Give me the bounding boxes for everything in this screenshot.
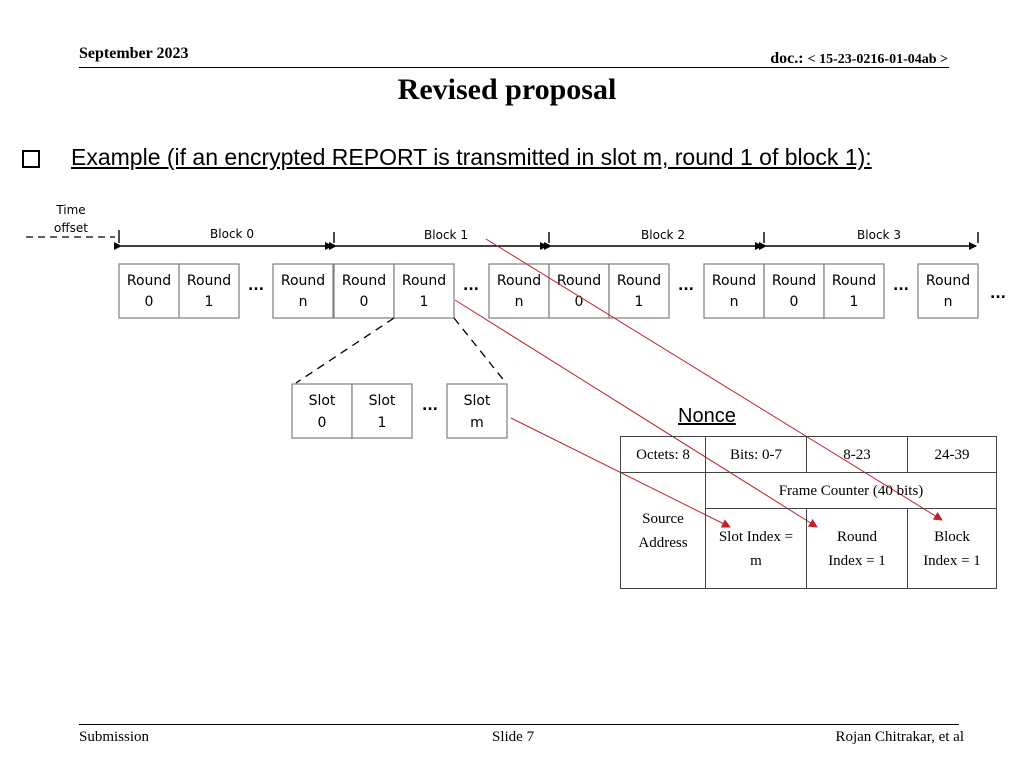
slot-box-m: Slot m	[446, 383, 508, 439]
octets-cell: Octets: 8	[620, 436, 706, 473]
header-rule	[79, 67, 949, 68]
round-box-8: Round 1	[608, 263, 670, 319]
round-box-6: Round n	[488, 263, 550, 319]
round-box-4: Round 0	[333, 263, 395, 319]
block-1-label: Block 1	[424, 228, 468, 242]
block-0-label: Block 0	[210, 227, 254, 241]
bullet-text: Example (if an encrypted REPORT is trans…	[71, 144, 872, 170]
footer-author: Rojan Chitrakar, et al	[835, 729, 964, 745]
round-box-index: 0	[575, 294, 584, 310]
block-index-line2: Index = 1	[923, 552, 981, 569]
slot-box-label: Slot	[309, 393, 336, 409]
round-box-11: Round 1	[823, 263, 885, 319]
time-offset-label-2: offset	[54, 221, 88, 235]
expansion-line-right	[453, 317, 507, 384]
round-box-label: Round	[342, 273, 386, 289]
ellipsis: ...	[463, 278, 479, 294]
header-doc-id: doc.: < 15-23-0216-01-04ab >	[770, 50, 948, 68]
block-index-line1: Block	[934, 528, 970, 545]
block-index-cell: Block Index = 1	[907, 508, 997, 589]
round-box-label: Round	[187, 273, 231, 289]
round-box-7: Round 0	[548, 263, 610, 319]
round-box-label: Round	[281, 273, 325, 289]
ellipsis: ...	[893, 278, 909, 294]
bits-8-23-cell: 8-23	[806, 436, 908, 473]
ellipsis: ...	[678, 278, 694, 294]
source-address-line1: Source	[642, 510, 684, 527]
nonce-title: Nonce	[678, 405, 736, 427]
round-box-label: Round	[557, 273, 601, 289]
round-box-index: 1	[635, 294, 644, 310]
source-address-line2: Address	[638, 534, 688, 551]
round-box-label: Round	[832, 273, 876, 289]
slide-title: Revised proposal	[397, 73, 617, 106]
checkbox-bullet-icon	[22, 150, 40, 168]
slot-box-index: 0	[318, 415, 327, 431]
round-box-2: Round 1	[178, 263, 240, 319]
bits-0-7-cell: Bits: 0-7	[705, 436, 807, 473]
ellipsis: ...	[248, 278, 264, 294]
round-box-index: 1	[420, 294, 429, 310]
expansion-line-left	[295, 317, 395, 384]
block-separators	[118, 230, 979, 243]
round-index-cell: Round Index = 1	[806, 508, 908, 589]
time-offset-label-1: Time	[55, 203, 85, 217]
round-box-5: Round 1	[393, 263, 455, 319]
round-box-label: Round	[402, 273, 446, 289]
round-box-10: Round 0	[763, 263, 825, 319]
slot-box-label: Slot	[369, 393, 396, 409]
round-box-index: 0	[145, 294, 154, 310]
doc-number: < 15-23-0216-01-04ab >	[807, 52, 948, 67]
round-box-index: n	[299, 294, 308, 310]
source-address-cell: Source Address	[620, 472, 706, 589]
slot-index-line2: m	[750, 552, 762, 569]
round-box-12: Round n	[917, 263, 979, 319]
slot-box-1: Slot 1	[351, 383, 413, 439]
footer-submission: Submission	[79, 729, 150, 745]
round-box-label: Round	[127, 273, 171, 289]
slot-box-index: 1	[378, 415, 387, 431]
round-box-label: Round	[772, 273, 816, 289]
slot-box-index: m	[470, 415, 484, 431]
round-box-index: 0	[790, 294, 799, 310]
round-box-index: n	[944, 294, 953, 310]
frame-counter-cell: Frame Counter (40 bits)	[705, 472, 997, 509]
slot-index-line1: Slot Index =	[718, 528, 794, 545]
round-box-index: 1	[850, 294, 859, 310]
round-box-index: 0	[360, 294, 369, 310]
round-box-1: Round 0	[118, 263, 180, 319]
round-index-line1: Round	[836, 528, 877, 545]
round-index-line2: Index = 1	[828, 552, 886, 569]
header-date: September 2023	[79, 45, 189, 62]
ellipsis: ...	[990, 286, 1006, 302]
round-box-label: Round	[617, 273, 661, 289]
slot-box-label: Slot	[464, 393, 491, 409]
round-box-index: n	[730, 294, 739, 310]
footer-slide-number: Slide 7	[492, 729, 535, 745]
round-box-3: Round n	[272, 263, 334, 319]
round-box-label: Round	[497, 273, 541, 289]
nonce-table: Octets: 8 Bits: 0-7 8-23 24-39 Source Ad…	[620, 436, 997, 589]
round-box-9: Round n	[703, 263, 765, 319]
slot-box-0: Slot 0	[291, 383, 353, 439]
round-box-label: Round	[926, 273, 970, 289]
bits-24-39-cell: 24-39	[907, 436, 997, 473]
ellipsis: ...	[422, 398, 438, 414]
block-2-label: Block 2	[641, 228, 685, 242]
doc-prefix: doc.:	[770, 50, 804, 67]
block-3-label: Block 3	[857, 228, 901, 242]
round-box-index: 1	[205, 294, 214, 310]
slot-index-cell: Slot Index = m	[705, 508, 807, 589]
round-box-index: n	[515, 294, 524, 310]
footer-rule	[79, 724, 959, 725]
round-box-label: Round	[712, 273, 756, 289]
